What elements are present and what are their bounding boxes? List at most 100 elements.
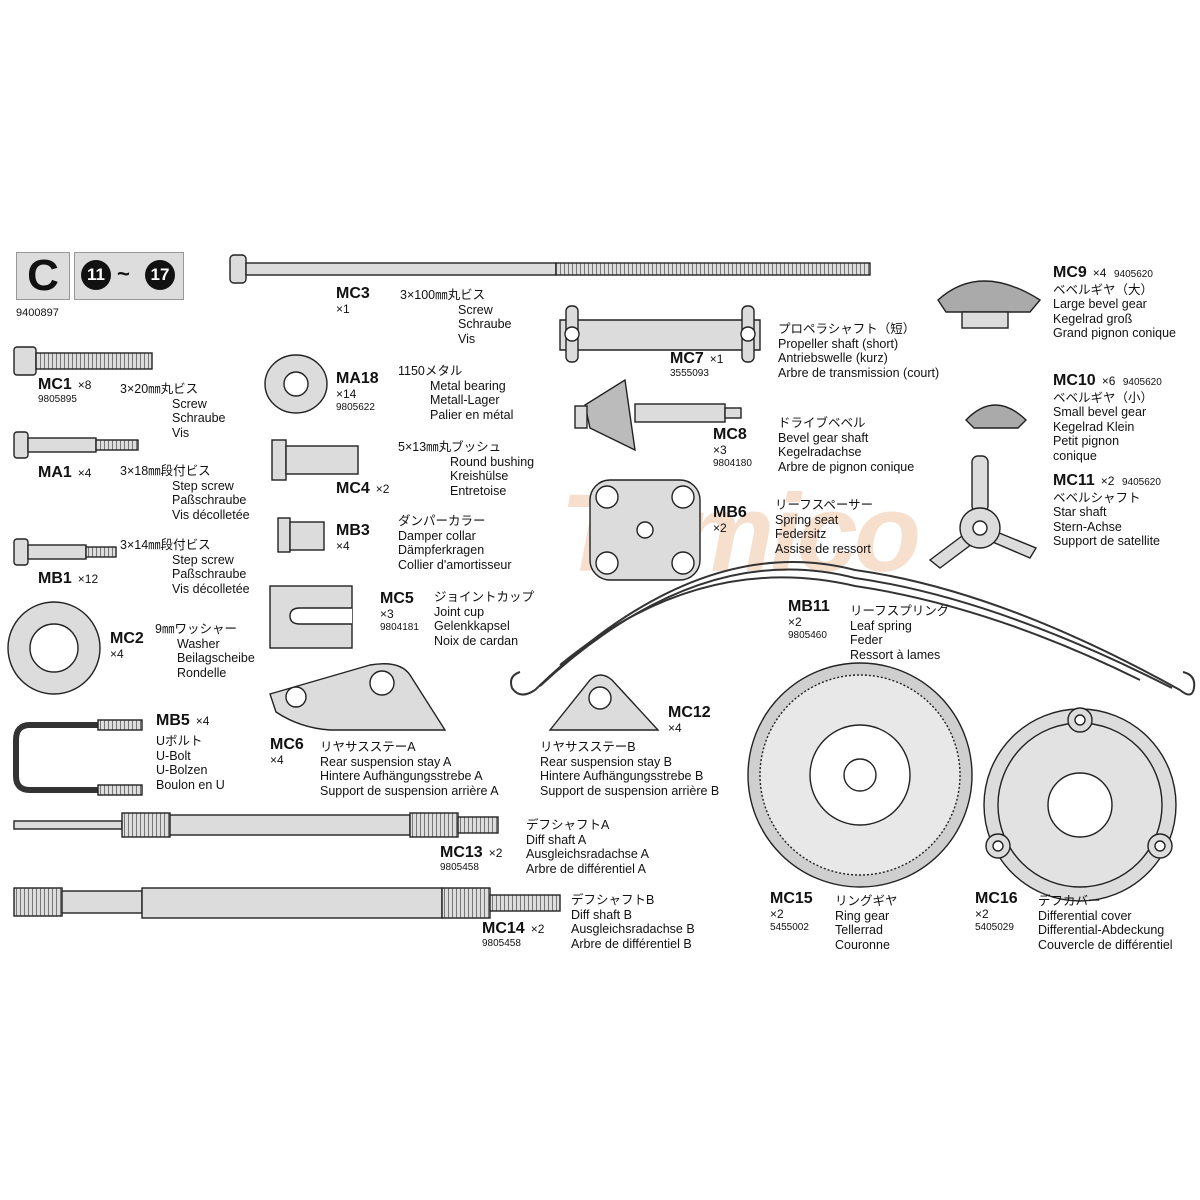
part-number: 5455002 bbox=[770, 922, 809, 933]
ma18-bearing-drawing bbox=[264, 354, 328, 414]
desc-line: リングギヤ bbox=[835, 894, 898, 908]
mc7-description: プロペラシャフト（短） Propeller shaft (short) Antr… bbox=[778, 322, 939, 380]
mb3-description: ダンパーカラー Damper collar Dämpferkragen Coll… bbox=[398, 514, 512, 572]
desc-line: Differential-Abdeckung bbox=[1038, 923, 1165, 937]
desc-line: 1150メタル bbox=[398, 364, 463, 378]
mc14-code-label: MC14×2 9805458 bbox=[482, 921, 545, 951]
mc14-diff-shaft-b-drawing bbox=[13, 887, 561, 919]
mb11-description: リーフスプリング Leaf spring Feder Ressort à lam… bbox=[850, 604, 949, 662]
part-code: MC4 bbox=[336, 480, 370, 497]
part-code: MC3 bbox=[336, 285, 370, 302]
desc-line: Step screw bbox=[172, 552, 234, 567]
mb3-code-label: MB3 ×4 bbox=[336, 522, 376, 553]
part-qty: ×2 bbox=[788, 614, 802, 629]
step-separator: ~ bbox=[117, 261, 130, 286]
part-qty: ×2 bbox=[530, 922, 545, 936]
desc-line: Entretoise bbox=[450, 483, 507, 498]
desc-line: Screw bbox=[458, 302, 493, 317]
desc-line: Leaf spring bbox=[850, 618, 912, 633]
desc-line: Vis bbox=[458, 331, 476, 346]
part-qty: ×4 bbox=[668, 720, 682, 735]
desc-line: U-Bolt bbox=[156, 748, 191, 763]
desc-line: Support de suspension arrière B bbox=[540, 783, 720, 798]
desc-line: プロペラシャフト（短） bbox=[778, 322, 916, 336]
desc-line: Vis décolletée bbox=[172, 581, 250, 596]
part-code: MC13 bbox=[440, 844, 483, 861]
part-code: MC16 bbox=[975, 890, 1018, 907]
desc-line: Kegelrad groß bbox=[1053, 311, 1133, 326]
part-qty: ×4 bbox=[336, 538, 350, 553]
part-qty: ×2 bbox=[375, 482, 390, 496]
mc2-code-label: MC2 ×4 bbox=[110, 631, 150, 661]
desc-line: デフシャフトA bbox=[526, 818, 610, 832]
desc-line: Tellerrad bbox=[835, 923, 883, 937]
part-number: 9405620 bbox=[1121, 477, 1161, 488]
mc6-stay-a-drawing bbox=[269, 663, 447, 731]
part-code: MC15 bbox=[770, 890, 813, 907]
desc-line: Support de suspension arrière A bbox=[320, 783, 499, 798]
desc-line: Couronne bbox=[835, 937, 890, 952]
part-number: 9804181 bbox=[380, 622, 419, 633]
mc12-code-label: MC12 ×4 bbox=[668, 705, 717, 735]
mc9-large-bevel-drawing bbox=[937, 280, 1042, 329]
part-qty: ×2 bbox=[770, 906, 784, 921]
desc-line: Gelenkkapsel bbox=[434, 619, 510, 633]
desc-line: Propeller shaft (short) bbox=[778, 336, 899, 351]
part-code: MC10 bbox=[1053, 372, 1096, 389]
ma18-description: 1150メタル Metal bearing Metall-Lager Palie… bbox=[398, 364, 513, 422]
desc-line: Grand pignon conique bbox=[1053, 326, 1177, 340]
part-qty: ×2 bbox=[975, 906, 989, 921]
mc4-description: 5×13㎜丸ブッシュ Round bushing Kreishülse Entr… bbox=[398, 440, 534, 498]
mc13-diff-shaft-a-drawing bbox=[13, 812, 499, 838]
desc-line: Joint cup bbox=[434, 604, 485, 619]
desc-line: Schraube bbox=[172, 411, 226, 425]
desc-line: Small bevel gear bbox=[1053, 405, 1147, 419]
part-code: MB3 bbox=[336, 522, 370, 539]
part-qty: ×3 bbox=[380, 606, 394, 621]
desc-line: Uボルト bbox=[156, 734, 203, 748]
desc-line: ドライブベベル bbox=[778, 416, 866, 430]
desc-line: Collier d'amortisseur bbox=[398, 557, 512, 572]
step-range-box: 11 ~ 17 bbox=[74, 252, 184, 300]
ma1-code-label: MA1×4 bbox=[38, 464, 91, 481]
part-code: MC8 bbox=[713, 426, 747, 443]
mc2-washer-drawing bbox=[7, 601, 101, 695]
desc-line: 3×20㎜丸ビス bbox=[120, 382, 199, 396]
part-qty: ×4 bbox=[110, 646, 124, 661]
desc-line: Arbre de différentiel B bbox=[571, 936, 692, 951]
mc12-stay-b-drawing bbox=[548, 674, 660, 731]
desc-line: ベベルギヤ（小） bbox=[1053, 390, 1154, 405]
mc8-bevel-shaft-drawing bbox=[574, 378, 742, 452]
desc-line: デフシャフトB bbox=[571, 893, 655, 907]
desc-line: 3×18㎜段付ビス bbox=[120, 464, 211, 478]
desc-line: Kreishülse bbox=[450, 469, 509, 483]
part-code: MC9 bbox=[1053, 264, 1087, 281]
part-qty: ×4 bbox=[270, 752, 284, 767]
part-qty: ×4 bbox=[195, 714, 210, 728]
desc-line: Hintere Aufhängungsstrebe A bbox=[320, 769, 483, 783]
desc-line: Paßschraube bbox=[172, 493, 247, 507]
part-code: MC7 bbox=[670, 350, 704, 367]
part-code: MC1 bbox=[38, 376, 72, 393]
part-number: 9804180 bbox=[713, 458, 752, 469]
part-qty: ×12 bbox=[77, 572, 99, 586]
mb5-u-bolt-drawing bbox=[13, 722, 140, 793]
part-code: MA1 bbox=[38, 464, 72, 481]
desc-line: 3×100㎜丸ビス bbox=[400, 288, 486, 302]
desc-line: Arbre de pignon conique bbox=[778, 459, 915, 474]
desc-line: Couvercle de différentiel bbox=[1038, 937, 1173, 952]
desc-line: リーフスプリング bbox=[850, 604, 950, 618]
desc-line: リヤサスステーB bbox=[540, 740, 636, 754]
desc-line: Ausgleichsradachse B bbox=[571, 922, 695, 936]
mb1-code-label: MB1×12 bbox=[38, 571, 99, 587]
desc-line: Ressort à lames bbox=[850, 647, 941, 662]
desc-line: Round bushing bbox=[450, 454, 535, 469]
desc-line: リーフスペーサー bbox=[775, 498, 874, 512]
desc-line: Diff shaft B bbox=[571, 907, 632, 922]
mb5-thread-top bbox=[97, 719, 143, 731]
step-to: 17 bbox=[145, 260, 175, 290]
mb1-description: 3×14㎜段付ビス Step screw Paßschraube Vis déc… bbox=[120, 538, 250, 596]
desc-line: デフカバー bbox=[1038, 894, 1101, 908]
desc-line: U-Bolzen bbox=[156, 763, 208, 777]
